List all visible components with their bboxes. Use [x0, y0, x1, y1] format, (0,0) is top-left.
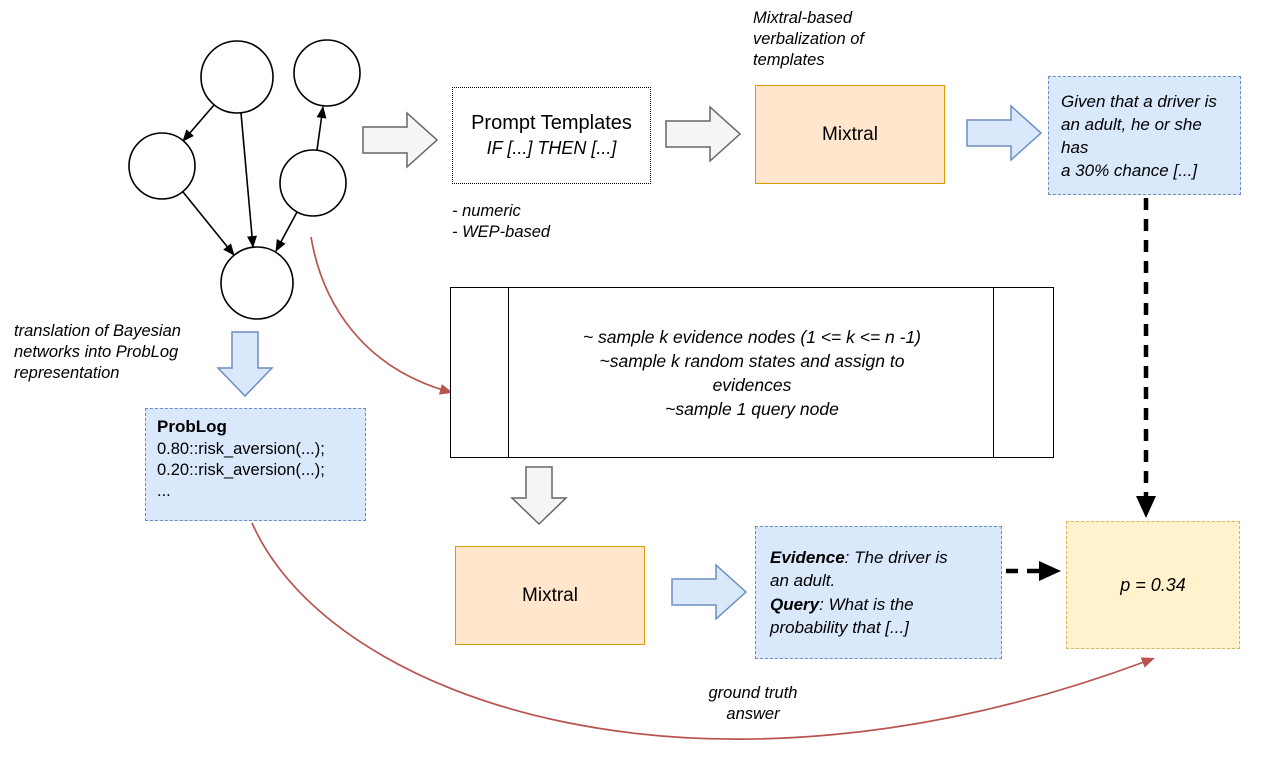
evidence-line: Evidence: The driver is an adult.	[770, 546, 948, 593]
verbalized-output-box: Given that a driver is an adult, he or s…	[1048, 76, 1241, 195]
prompt-templates-title: Prompt Templates	[471, 112, 632, 134]
bayes-node-top-right	[293, 39, 361, 107]
template-types-note: - numeric - WEP-based	[452, 202, 551, 241]
query-label: Query	[770, 594, 820, 614]
arrow-mixtral-to-verbalized	[966, 104, 1043, 162]
arrow-mixtral-to-evidence	[671, 563, 748, 621]
mixtral-top-label: Mixtral	[822, 123, 878, 145]
mixtral-verbalization-note: Mixtral-based verbalization of templates	[753, 9, 864, 69]
mixtral-bottom-label: Mixtral	[522, 584, 578, 606]
problog-title: ProbLog	[157, 417, 227, 436]
arrow-templates-to-mixtral	[665, 105, 742, 163]
bayes-node-right-mid	[279, 149, 347, 217]
problog-box: ProbLog 0.80::risk_aversion(...); 0.20::…	[145, 408, 366, 521]
ground-truth-note: ground truth answer	[708, 684, 798, 723]
mixtral-top-box: Mixtral	[755, 85, 945, 184]
translation-note: translation of Bayesian networks into Pr…	[14, 322, 181, 382]
arrow-network-to-templates	[362, 111, 439, 169]
evidence-label: Evidence	[770, 547, 845, 567]
edge-top-to-leftmid	[182, 104, 215, 142]
arrow-sampling-to-mixtral	[510, 466, 568, 526]
evidence-query-box: Evidence: The driver is an adult. Query:…	[755, 526, 1002, 659]
edge-rightmid-to-topright	[316, 106, 327, 151]
arrow-problog-to-result	[251, 522, 1155, 740]
sampling-box-right-bar	[993, 288, 994, 457]
arrow-network-to-sampling	[310, 236, 453, 395]
bayesian-network-nodes	[128, 39, 361, 320]
bayesian-network-edges	[182, 104, 327, 256]
arrow-network-to-problog	[216, 331, 274, 398]
prompt-templates-pattern: IF [...] THEN [...]	[486, 138, 617, 158]
mixtral-bottom-box: Mixtral	[455, 546, 645, 645]
problog-code: 0.80::risk_aversion(...); 0.20::risk_ave…	[157, 440, 325, 500]
bayes-node-top	[200, 40, 274, 114]
bayes-node-left-mid	[128, 132, 196, 200]
result-box: p = 0.34	[1066, 521, 1240, 649]
sampling-box: ~ sample k evidence nodes (1 <= k <= n -…	[450, 287, 1054, 458]
verbalized-output-text: Given that a driver is an adult, he or s…	[1061, 91, 1217, 180]
evidence-text: : The driver is an adult.	[770, 547, 948, 591]
query-text: : What is the probability that [...]	[770, 594, 914, 638]
sampling-box-left-bar	[508, 288, 509, 457]
edge-rightmid-to-bottom	[275, 211, 298, 252]
edge-top-to-bottom	[240, 112, 257, 248]
edge-leftmid-to-bottom	[182, 191, 235, 256]
bayes-node-bottom	[220, 246, 294, 320]
prompt-templates-box: Prompt Templates IF [...] THEN [...]	[452, 87, 651, 184]
result-value: p = 0.34	[1120, 574, 1186, 595]
sampling-steps-text: ~ sample k evidence nodes (1 <= k <= n -…	[582, 326, 922, 419]
query-line: Query: What is the probability that [...…	[770, 593, 914, 640]
